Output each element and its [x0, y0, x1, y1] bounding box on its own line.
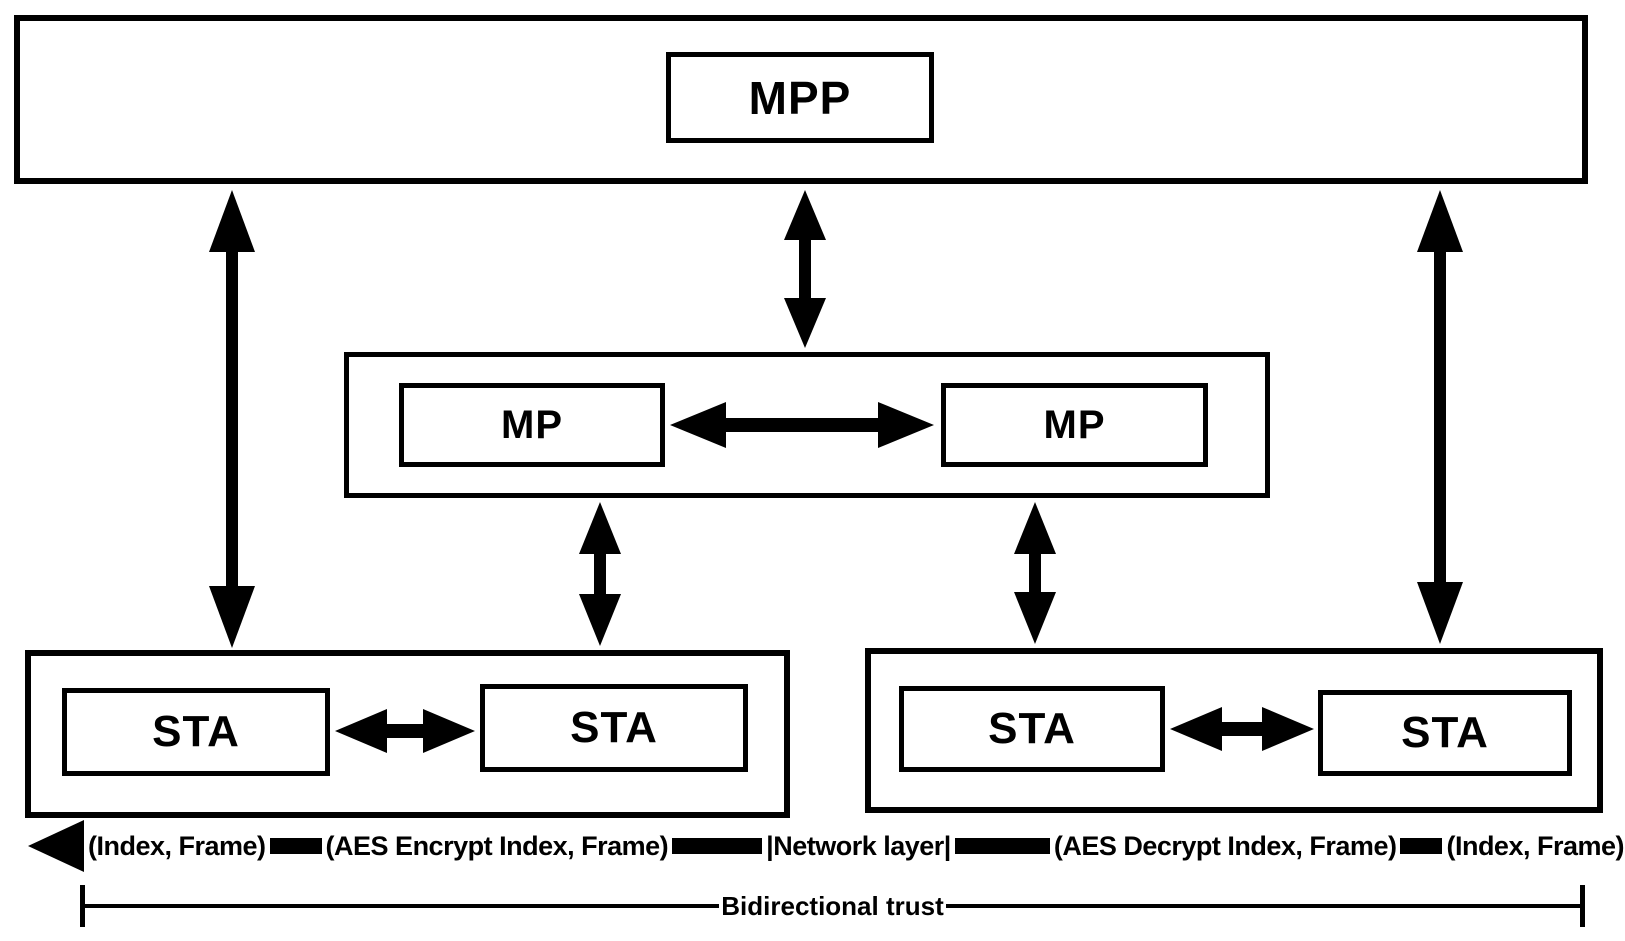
- double-arrow-sta-sta-left-icon: [335, 709, 475, 753]
- mpp-label: MPP: [748, 71, 852, 124]
- double-arrow-top-to-sta-left-icon: [209, 190, 255, 648]
- flow-label-aes-decrypt: (AES Decrypt Index, Frame): [1053, 830, 1397, 861]
- trust-line-right-terminator: [1580, 885, 1586, 927]
- flow-label-index-frame-left: (Index, Frame): [88, 830, 266, 861]
- sta-right-1-node: STA: [899, 686, 1165, 772]
- double-arrow-sta-sta-right-icon: [1170, 707, 1314, 751]
- sta-left-2-node: STA: [480, 684, 748, 772]
- double-arrow-top-to-sta-right-icon: [1417, 190, 1463, 644]
- trust-line-left-segment: [85, 904, 720, 908]
- sta-right-2-label: STA: [1401, 708, 1489, 757]
- mp-left-label: MP: [501, 402, 563, 447]
- double-arrow-top-to-mp-icon: [784, 190, 826, 348]
- double-arrow-mp-to-sta-right-icon: [1014, 502, 1056, 644]
- left-arrowhead-icon: [28, 820, 84, 872]
- dash-icon: [954, 838, 1050, 854]
- sta-left-1-node: STA: [62, 688, 330, 776]
- flow-annotation-row: (Index, Frame) (AES Encrypt Index, Frame…: [28, 818, 1624, 874]
- mp-left-node: MP: [399, 383, 665, 467]
- sta-left-1-label: STA: [152, 707, 240, 756]
- trust-line-right-segment: [945, 904, 1581, 908]
- flow-label-aes-encrypt: (AES Encrypt Index, Frame): [325, 830, 669, 861]
- mpp-container-box: [14, 15, 1588, 184]
- mp-right-node: MP: [941, 383, 1208, 467]
- sta-right-2-node: STA: [1318, 690, 1572, 776]
- bidirectional-trust-row: Bidirectional trust: [80, 884, 1586, 928]
- trust-line-left-terminator: [80, 885, 85, 927]
- double-arrow-mp-mp-icon: [670, 402, 934, 448]
- dash-icon: [672, 838, 763, 854]
- mpp-node: MPP: [666, 52, 934, 143]
- dash-icon: [1400, 838, 1443, 854]
- sta-left-2-label: STA: [570, 703, 658, 752]
- double-arrow-mp-to-sta-left-icon: [579, 502, 621, 646]
- mp-right-label: MP: [1043, 402, 1106, 447]
- sta-right-1-label: STA: [988, 704, 1076, 753]
- flow-label-network-layer: |Network layer|: [766, 830, 951, 861]
- flow-label-index-frame-right: (Index, Frame): [1446, 830, 1624, 861]
- dash-icon: [269, 838, 322, 854]
- bidirectional-trust-label: Bidirectional trust: [721, 890, 944, 921]
